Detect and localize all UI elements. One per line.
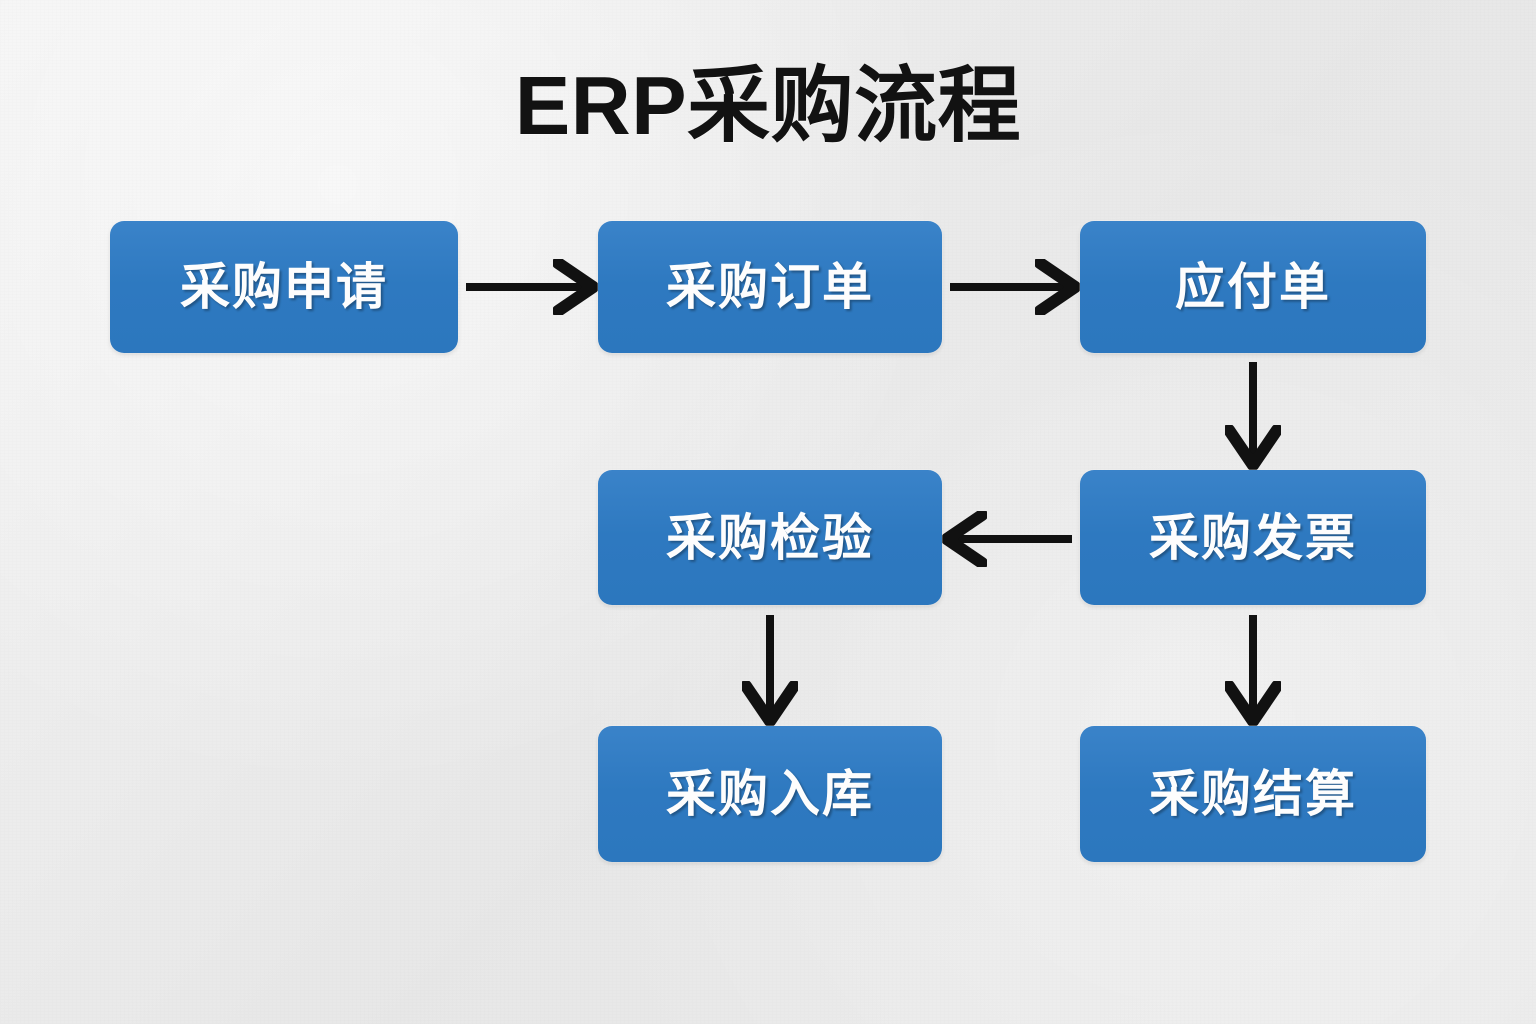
node-label: 应付单	[1175, 259, 1331, 315]
node-label: 采购结算	[1149, 766, 1357, 822]
node-purchase-receipt[interactable]: 采购入库	[598, 726, 942, 862]
node-payable-voucher[interactable]: 应付单	[1080, 221, 1426, 353]
node-label: 采购检验	[666, 509, 874, 566]
node-purchase-invoice[interactable]: 采购发票	[1080, 470, 1426, 605]
node-purchase-request[interactable]: 采购申请	[110, 221, 458, 353]
node-label: 采购订单	[666, 259, 874, 315]
node-label: 采购发票	[1149, 509, 1357, 566]
page-title: ERP采购流程	[514, 59, 1022, 152]
node-label: 采购入库	[666, 766, 874, 822]
node-purchase-order[interactable]: 采购订单	[598, 221, 942, 353]
node-label: 采购申请	[180, 259, 388, 315]
node-purchase-inspection[interactable]: 采购检验	[598, 470, 942, 605]
node-purchase-settlement[interactable]: 采购结算	[1080, 726, 1426, 862]
